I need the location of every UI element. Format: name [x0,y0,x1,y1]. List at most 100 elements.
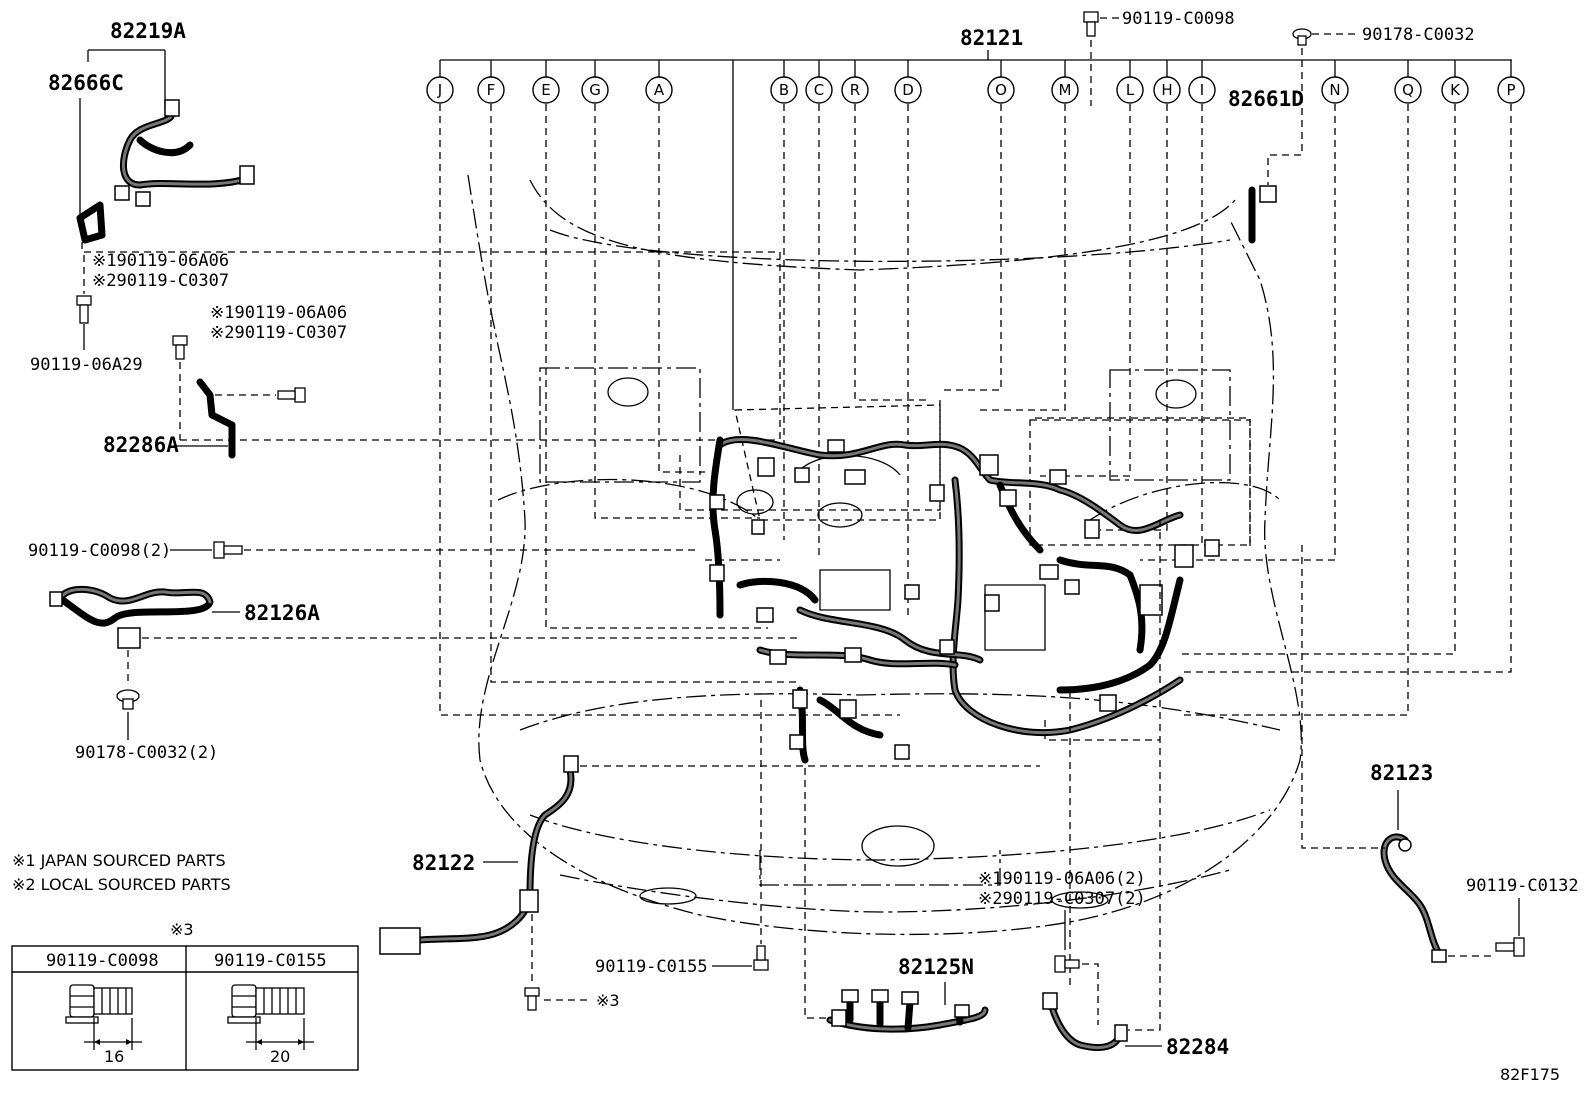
bolt-90119-c0098-2: 90119-C0098(2) [28,541,700,561]
connector-marker-j: J [426,60,454,104]
part-number-90119-c0155: 90119-C0155 [595,957,708,977]
connector-marker-n: N [1321,60,1349,104]
connector-letter-p: P [1506,81,1515,99]
connector-letter-m: M [1059,81,1072,99]
connector-marker-e: E [532,60,560,104]
table-mark: ※3 [170,920,194,939]
connector-letter-e: E [541,81,550,99]
part-number-82219a: 82219A [110,19,186,43]
table-col-1-part: 90119-C0098 [46,951,159,971]
clip-icon [1292,28,1312,46]
connector-letter-h: H [1161,81,1172,99]
connector-marker-c: C [805,60,833,104]
part-number-90119-c0098-top: 90119-C0098 [1122,9,1235,29]
harness-82125n: 82125N [804,690,1071,1033]
bolt-icon [76,295,92,324]
reference-mark-3: ※3 [596,991,620,1010]
connector-letter-a: A [654,81,665,99]
bolt-icon [277,387,306,403]
part-number-90178-c0032-top: 90178-C0032 [1362,25,1475,45]
bracket-82284: ※190119-06A06(2) ※290119-C0307(2) 82284 [978,520,1229,1059]
connector-letter-i: I [1200,81,1204,99]
vehicle-outline [467,174,1302,936]
fastener-table: ※3 90119-C0098 90119-C0155 16 [11,920,359,1071]
connector-letter-k: K [1450,81,1461,99]
connector-letter-q: Q [1402,81,1414,99]
connector-letter-r: R [850,81,860,99]
connector-marker-g: G [581,60,609,104]
bolt-16-icon [65,984,142,1050]
part-number-2-90119-c0307-b: ※290119-C0307 [210,323,347,343]
bolt-icon [1083,11,1099,37]
bolt-icon [1054,955,1080,973]
connector-marker-d: D [894,60,922,104]
table-col-1-length: 16 [104,1047,124,1066]
part-number-82126a: 82126A [244,601,320,625]
part-number-82125n: 82125N [898,955,974,979]
source-notes: ※1 JAPAN SOURCED PARTS ※2 LOCAL SOURCED … [12,851,231,894]
bracket-82286a: 82286A [103,378,780,459]
part-number-90119-c0132: 90119-C0132 [1466,876,1579,896]
engine-bay-harness [709,404,1251,764]
connector-letter-c: C [814,81,824,99]
part-number-90119-06a29: 90119-06A29 [30,355,143,375]
connector-marker-p: P [1497,60,1525,104]
bolt-90119-c0155: 90119-C0155 [595,700,769,977]
harness-82219a: 82219A 82666C [48,19,781,440]
connector-marker-k: K [1441,60,1469,104]
connector-marker-o: O [987,60,1015,104]
part-number-1-90119-06a06-b: ※190119-06A06 [210,303,347,323]
connector-marker-b: B [770,60,798,104]
part-number-82284: 82284 [1166,1035,1229,1059]
part-number-1-90119-06a06-2: ※190119-06A06(2) [978,869,1146,889]
figure-code: 82F175 [1500,1065,1560,1084]
connector-marker-m: M [1051,60,1079,104]
bracket-82661d: 82661D [1228,87,1304,244]
connector-marker-r: R [841,60,869,104]
connector-marker-a: A [645,60,673,104]
connector-letter-l: L [1126,81,1135,99]
bolt-icon [172,335,188,360]
note-japan-sourced: ※1 JAPAN SOURCED PARTS [12,851,226,870]
connector-letter-g: G [589,81,601,99]
connector-cluster [709,439,1220,760]
connector-marker-f: F [477,60,505,104]
main-harness-label: 82121 [440,26,1512,61]
connector-marker-h: H [1153,60,1181,104]
connector-letter-d: D [902,81,914,99]
bolt-icon [213,541,243,559]
connector-letter-b: B [779,81,789,99]
bolts-left-upper: ※190119-06A06 ※290119-C0307 90119-06A29 … [30,251,347,440]
clip-icon [116,689,140,710]
bolt-icon [1495,937,1525,957]
table-col-2-part: 90119-C0155 [214,951,327,971]
connector-letter-n: N [1329,81,1340,99]
connector-marker-i: I [1188,60,1216,104]
part-number-2-90119-c0307-a: ※290119-C0307 [92,271,229,291]
part-number-82121: 82121 [960,26,1023,50]
connector-leader-lines [439,60,1512,741]
part-number-82122: 82122 [412,851,475,875]
harness-82126a: 82126A 90178-C0032(2) [49,585,800,763]
part-number-2-90119-c0307-2: ※290119-C0307(2) [978,889,1146,909]
connector-marker-q: Q [1394,60,1422,104]
part-number-82661d: 82661D [1228,87,1304,111]
connector-letter-o: O [995,81,1007,99]
part-number-90119-c0098-2: 90119-C0098(2) [28,541,171,561]
bolt-20-icon [227,984,314,1050]
top-bolts: 90119-C0098 90178-C0032 [1083,9,1475,185]
cable-82122: 82122 ※3 [379,755,1040,1011]
part-number-82666c: 82666C [48,71,124,95]
connector-marker-l: L [1116,60,1144,104]
connector-letter-j: J [437,81,442,99]
connector-letter-f: F [487,81,496,99]
cable-82123: 82123 90119-C0132 [1301,545,1579,963]
part-number-90178-c0032-2: 90178-C0032(2) [75,743,218,763]
part-number-1-90119-06a06-a: ※190119-06A06 [92,251,229,271]
note-local-sourced: ※2 LOCAL SOURCED PARTS [12,875,231,894]
bolt-icon [753,945,769,971]
bolt-icon [524,987,540,1011]
part-number-82123: 82123 [1370,761,1433,785]
